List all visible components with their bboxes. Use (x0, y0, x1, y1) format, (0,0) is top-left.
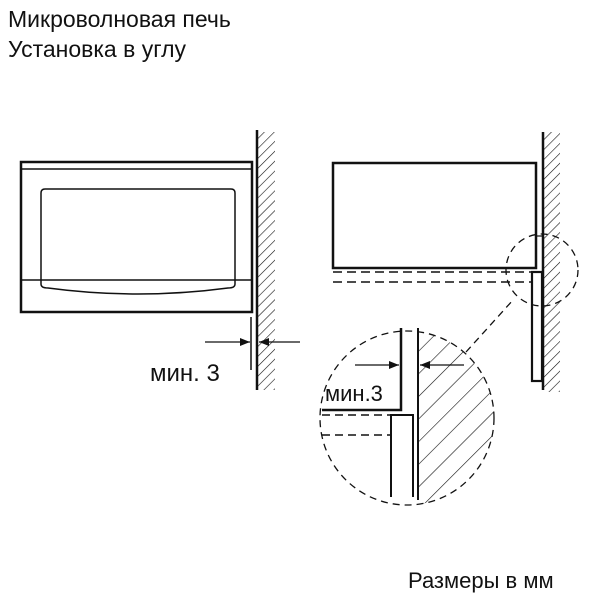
detail-circle (319, 330, 495, 506)
microwave-door-window (40, 188, 236, 295)
title-line-2: Установка в углу (8, 36, 187, 62)
detail-gap-label: мин.3 (325, 381, 383, 406)
side-view (331, 132, 579, 392)
front-view: мин. 3 (19, 130, 300, 390)
title-line-1: Микроволновая печь (8, 6, 231, 32)
detail-view: мин.3 (319, 328, 495, 506)
front-gap-label: мин. 3 (150, 360, 220, 387)
wall-hatch (543, 132, 560, 392)
microwave-front (19, 160, 254, 314)
cabinet-panel (530, 270, 544, 383)
microwave-side (331, 161, 538, 270)
detail-leader-line (465, 299, 514, 353)
detail-marker-circle (505, 233, 579, 307)
units-note: Размеры в мм (408, 568, 554, 593)
wall-hatch (257, 132, 275, 390)
